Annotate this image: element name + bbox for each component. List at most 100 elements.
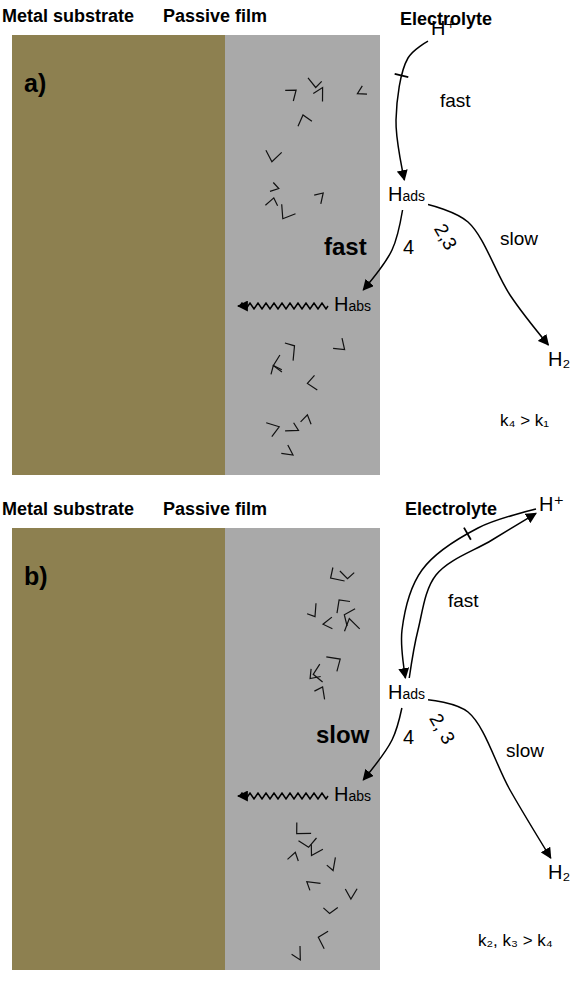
rate-relation-box: k₂, k₃ > k₄ bbox=[478, 930, 553, 952]
rate-label-box: slow bbox=[506, 740, 544, 762]
crack-stroke bbox=[307, 375, 317, 390]
crack-stroke bbox=[313, 88, 322, 102]
crack-stroke bbox=[288, 852, 299, 861]
reaction-arrow bbox=[409, 513, 536, 678]
metal-substrate-band: Metal substrateb) bbox=[12, 528, 225, 970]
edge-label: 2, 3 bbox=[424, 710, 459, 748]
crack-stroke bbox=[282, 204, 296, 219]
region-heading: Electrolyte bbox=[405, 498, 497, 520]
hydrogen-gas: H₂ bbox=[545, 858, 573, 886]
step-number-box: 4 bbox=[403, 236, 414, 258]
region-heading-box: Electrolyte bbox=[405, 498, 497, 520]
crack-stroke bbox=[331, 568, 345, 582]
edge-label-box: fast bbox=[440, 90, 471, 112]
crack-stroke bbox=[314, 687, 324, 700]
rate-label-box: slow bbox=[500, 228, 538, 250]
film-cracks bbox=[265, 78, 367, 960]
crack-stroke bbox=[326, 657, 340, 672]
species-name: Habs bbox=[334, 292, 371, 318]
passive-film-band-fill bbox=[225, 528, 380, 970]
step-number: 4 bbox=[403, 236, 414, 258]
crack-stroke bbox=[265, 198, 277, 206]
rate-relation: k₂, k₃ > k₄ bbox=[478, 930, 553, 952]
crack-stroke bbox=[281, 445, 293, 455]
edge-label-box: fast bbox=[448, 590, 479, 612]
crack-stroke bbox=[337, 600, 350, 613]
crack-stroke bbox=[266, 150, 282, 162]
crack-stroke bbox=[285, 90, 296, 101]
rate-label: slow bbox=[500, 228, 538, 250]
edge-label: 2,3 bbox=[429, 220, 461, 254]
crack-stroke bbox=[323, 617, 332, 629]
crack-stroke bbox=[273, 355, 281, 370]
edge-label: fast bbox=[324, 236, 367, 258]
metal-substrate-band-fill bbox=[12, 528, 225, 970]
crack-stroke bbox=[307, 882, 321, 891]
region-heading: Passive film bbox=[163, 498, 318, 520]
proton-species: H⁺ bbox=[536, 490, 567, 518]
rate-relation-box: k₄ > k₁ bbox=[500, 410, 549, 432]
metal-substrate-band: Metal substratea) bbox=[12, 35, 225, 475]
step-number-box: 4 bbox=[403, 726, 414, 748]
edge-label-box: 2, 3 bbox=[424, 710, 459, 748]
crack-stroke bbox=[318, 931, 328, 949]
edge-label: fast bbox=[440, 90, 471, 112]
region-heading: Electrolyte bbox=[400, 8, 492, 30]
crack-stroke bbox=[311, 844, 323, 855]
crack-stroke bbox=[333, 338, 345, 350]
crack-stroke bbox=[285, 343, 295, 361]
crack-stroke bbox=[266, 423, 279, 437]
metal-substrate-band-fill bbox=[12, 35, 225, 475]
edge-label: slow bbox=[316, 724, 369, 746]
edge-label-box: slow bbox=[316, 724, 369, 747]
crack-stroke bbox=[314, 193, 323, 204]
reaction-arrow bbox=[363, 210, 402, 290]
edge-label: fast bbox=[448, 590, 479, 612]
inhibition-tick bbox=[395, 74, 409, 77]
crack-stroke bbox=[307, 603, 316, 616]
diffusion-arrows bbox=[238, 303, 328, 799]
passive-film-band: Passive filmHabs bbox=[225, 528, 380, 970]
crack-stroke bbox=[323, 907, 337, 913]
species-name: Hads bbox=[388, 182, 425, 208]
inhibition-tick bbox=[464, 528, 471, 540]
absorbed-hydrogen: Habs bbox=[331, 780, 374, 810]
crack-stroke bbox=[313, 664, 322, 682]
crack-stroke bbox=[308, 78, 322, 88]
edge-label-box: 2,3 bbox=[429, 220, 461, 254]
crack-stroke bbox=[271, 366, 282, 375]
crack-stroke bbox=[327, 857, 336, 870]
diffusion-wavy-arrow bbox=[238, 303, 328, 309]
passive-film-band-fill bbox=[225, 35, 380, 475]
crack-stroke bbox=[298, 115, 312, 126]
panel-letter: b) bbox=[24, 562, 48, 590]
crack-stroke bbox=[340, 571, 354, 579]
rate-relation: k₄ > k₁ bbox=[500, 410, 549, 432]
species-name: Habs bbox=[334, 782, 371, 808]
connectors bbox=[363, 41, 550, 858]
crack-stroke bbox=[345, 889, 357, 899]
reaction-arrow bbox=[402, 509, 536, 678]
crack-stroke bbox=[292, 946, 301, 960]
region-heading-box: Electrolyte bbox=[400, 8, 492, 30]
crack-stroke bbox=[301, 415, 312, 425]
adsorbed-hydrogen: Hads bbox=[385, 180, 428, 210]
absorbed-hydrogen: Habs bbox=[331, 290, 374, 320]
crack-stroke bbox=[357, 86, 367, 94]
adsorbed-hydrogen: Hads bbox=[385, 678, 428, 708]
crack-stroke bbox=[285, 423, 298, 431]
species-name: H₂ bbox=[548, 860, 570, 884]
rate-label: slow bbox=[506, 740, 544, 762]
species-name: H₂ bbox=[548, 347, 570, 371]
region-heading: Passive film bbox=[163, 5, 318, 27]
reaction-arrow bbox=[428, 204, 548, 345]
step-number: 4 bbox=[403, 726, 414, 748]
panel-letter: a) bbox=[24, 69, 46, 97]
diffusion-wavy-arrow bbox=[238, 793, 328, 799]
crack-stroke bbox=[270, 183, 279, 192]
crack-stroke bbox=[299, 838, 317, 847]
species-name: Hads bbox=[388, 680, 425, 706]
